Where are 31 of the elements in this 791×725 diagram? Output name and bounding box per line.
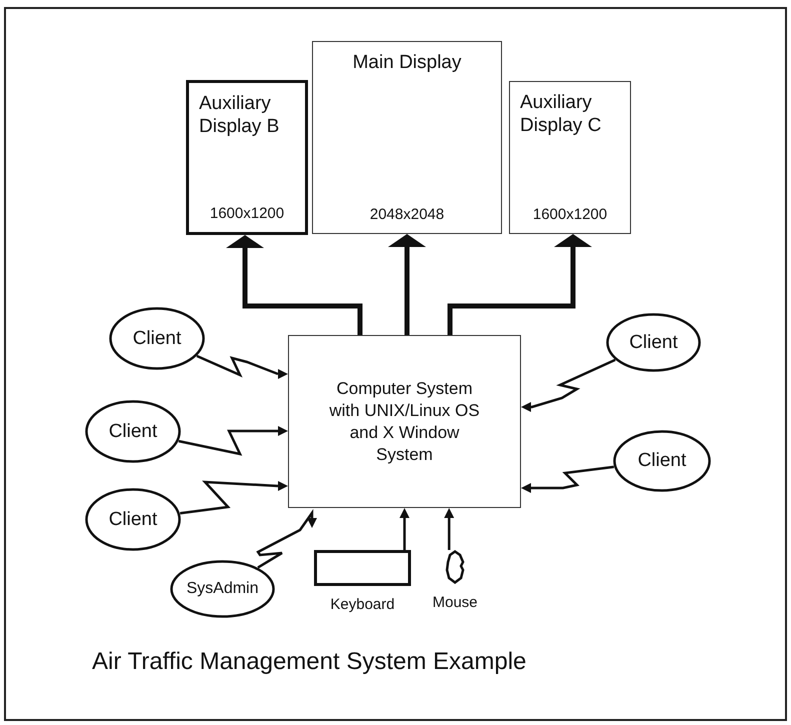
client-label: Client <box>108 420 158 442</box>
arrow <box>178 426 288 456</box>
display-title: Auxiliary Display C <box>520 92 602 138</box>
arrow <box>400 508 410 550</box>
resolution-label: 1600x1200 <box>532 206 608 223</box>
device-label: Keyboard <box>330 596 395 613</box>
arrow <box>388 234 426 335</box>
zigzag-arrow <box>521 466 614 493</box>
computer-label: Computer System with UNIX/Linux OS and X Window System <box>328 377 481 466</box>
client-label: SysAdmin <box>185 580 260 598</box>
arrow <box>226 235 362 335</box>
client-label: Client <box>108 508 158 530</box>
resolution-label: 2048x2048 <box>368 206 446 223</box>
client-label: Client <box>628 332 679 354</box>
client-label: Client <box>132 328 182 350</box>
client-label: Client <box>636 450 688 472</box>
device-label: Mouse <box>432 594 478 611</box>
display-box <box>312 41 502 234</box>
zigzag-arrow <box>256 509 317 569</box>
display-title: Main Display <box>352 52 462 75</box>
display-title: Auxiliary Display B <box>199 93 280 139</box>
arrow <box>444 508 454 550</box>
zigzag-arrow <box>196 354 288 379</box>
resolution-label: 1600x1200 <box>208 205 286 222</box>
zigzag-arrow <box>180 480 288 515</box>
zigzag-arrow <box>521 358 616 412</box>
arrow <box>448 234 592 335</box>
diagram-title: Air Traffic Management System Example <box>92 648 526 676</box>
computer-box <box>288 335 521 508</box>
display-box <box>186 80 308 235</box>
display-box <box>509 81 631 234</box>
